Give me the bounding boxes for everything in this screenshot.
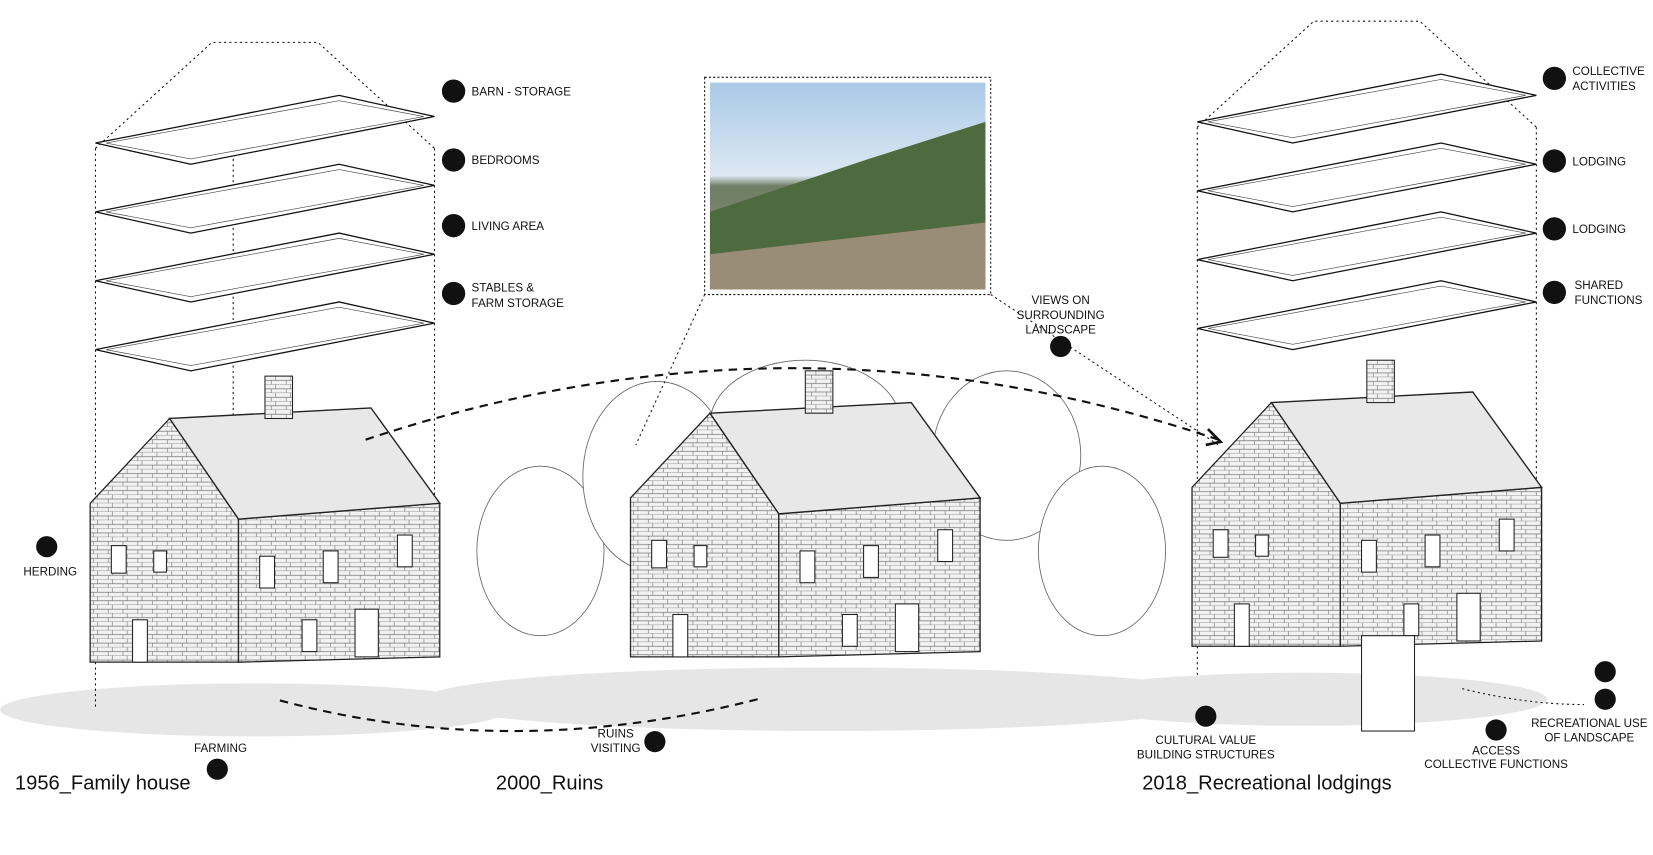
- barn-icon: [441, 79, 466, 103]
- svg-text:VIEWS ON: VIEWS ON: [1032, 294, 1090, 307]
- svg-text:BARN - STORAGE: BARN - STORAGE: [472, 85, 572, 98]
- svg-text:SHARED: SHARED: [1574, 279, 1623, 292]
- group-icon: [1542, 280, 1567, 305]
- house-2018: [1191, 359, 1543, 732]
- transition-arrow-1956-2018: [365, 367, 1219, 441]
- hiker-icon: [1594, 661, 1616, 683]
- caption-2000: 2000_Ruins: [496, 772, 603, 794]
- tree-icon: [1594, 688, 1616, 710]
- svg-text:BUILDING STRUCTURES: BUILDING STRUCTURES: [1137, 749, 1275, 762]
- caption-2018: 2018_Recreational lodgings: [1142, 772, 1392, 794]
- house-1956-exploded-floors: [94, 41, 436, 710]
- svg-text:LIVING AREA: LIVING AREA: [472, 220, 545, 233]
- eye-icon: [644, 731, 666, 753]
- svg-text:VISITING: VISITING: [591, 742, 641, 755]
- svg-text:BEDROOMS: BEDROOMS: [472, 154, 540, 167]
- eye-icon: [1050, 335, 1072, 358]
- svg-text:STABLES &: STABLES &: [472, 281, 535, 294]
- svg-text:CULTURAL VALUE: CULTURAL VALUE: [1155, 734, 1256, 747]
- wheat-icon: [206, 758, 228, 780]
- annotations: HERDING FARMING VIEWS ON SURROUNDING LAN…: [23, 294, 1648, 780]
- svg-text:LODGING: LODGING: [1572, 223, 1626, 236]
- svg-text:FARM STORAGE: FARM STORAGE: [472, 297, 565, 310]
- trees: [476, 359, 1166, 637]
- svg-text:HERDING: HERDING: [23, 565, 77, 578]
- svg-text:FARMING: FARMING: [194, 742, 247, 755]
- landscape-photo: [635, 76, 1219, 446]
- house-1956: [89, 375, 441, 663]
- bed-icon: [441, 148, 466, 172]
- svg-text:FUNCTIONS: FUNCTIONS: [1574, 294, 1642, 307]
- left-program-legend: BARN - STORAGE BEDROOMS LIVING AREA STAB…: [441, 79, 572, 310]
- caption-1956: 1956_Family house: [15, 772, 191, 794]
- svg-text:COLLECTIVE: COLLECTIVE: [1572, 65, 1645, 78]
- svg-text:ACCESS: ACCESS: [1472, 744, 1520, 757]
- svg-text:OF LANDSCAPE: OF LANDSCAPE: [1544, 732, 1634, 745]
- family-icon: [441, 214, 466, 238]
- svg-text:ACTIVITIES: ACTIVITIES: [1572, 80, 1636, 93]
- group-icon: [1542, 66, 1567, 91]
- cow-icon: [441, 281, 466, 306]
- bed-icon: [1542, 217, 1567, 241]
- svg-text:LODGING: LODGING: [1572, 155, 1626, 168]
- museum-icon: [1195, 705, 1217, 727]
- walking-icon: [1485, 719, 1507, 741]
- svg-text:COLLECTIVE FUNCTIONS: COLLECTIVE FUNCTIONS: [1424, 758, 1568, 771]
- right-program-legend: COLLECTIVE ACTIVITIES LODGING LODGING SH…: [1542, 65, 1645, 307]
- transition-arrow-2000-1956: [275, 698, 758, 733]
- sheep-icon: [36, 536, 58, 558]
- bed-icon: [1542, 149, 1567, 173]
- svg-text:LANDSCAPE: LANDSCAPE: [1025, 324, 1096, 337]
- svg-text:RECREATIONAL USE: RECREATIONAL USE: [1531, 717, 1648, 730]
- svg-text:RUINS: RUINS: [598, 727, 634, 740]
- svg-text:SURROUNDING: SURROUNDING: [1017, 309, 1105, 322]
